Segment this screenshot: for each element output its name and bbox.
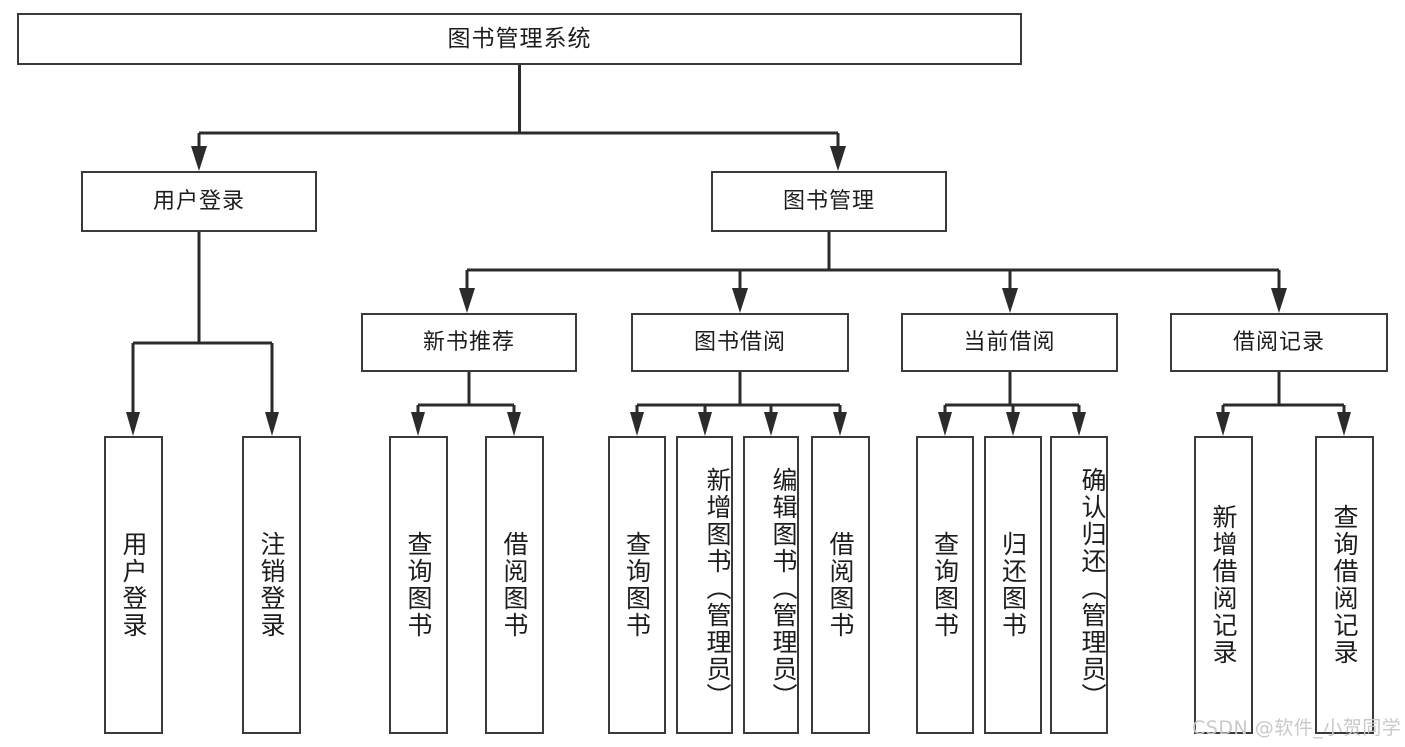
node-leaf-add-borrow-record[interactable]: 新增借阅记录 bbox=[1194, 436, 1253, 734]
node-current-borrow[interactable]: 当前借阅 bbox=[901, 313, 1118, 372]
node-leaf-add-book[interactable]: 新增图书（管理员） bbox=[676, 436, 733, 734]
node-new-book-recommend[interactable]: 新书推荐 bbox=[361, 313, 577, 372]
node-leaf-logout-login[interactable]: 注销登录 bbox=[242, 436, 301, 734]
node-borrow-record[interactable]: 借阅记录 bbox=[1170, 313, 1388, 372]
node-leaf-borrow-book-1[interactable]: 借阅图书 bbox=[485, 436, 544, 734]
node-leaf-return-book[interactable]: 归还图书 bbox=[984, 436, 1042, 734]
node-leaf-query-book-3[interactable]: 查询图书 bbox=[916, 436, 974, 734]
node-leaf-borrow-book-2[interactable]: 借阅图书 bbox=[811, 436, 870, 734]
node-leaf-query-borrow-record[interactable]: 查询借阅记录 bbox=[1315, 436, 1374, 734]
node-leaf-user-login[interactable]: 用户登录 bbox=[104, 436, 163, 734]
node-leaf-confirm-return[interactable]: 确认归还（管理员） bbox=[1050, 436, 1108, 734]
node-leaf-edit-book[interactable]: 编辑图书（管理员） bbox=[743, 436, 799, 734]
node-book-management[interactable]: 图书管理 bbox=[711, 171, 947, 232]
node-book-borrow[interactable]: 图书借阅 bbox=[631, 313, 849, 372]
node-leaf-query-book-2[interactable]: 查询图书 bbox=[608, 436, 666, 734]
node-leaf-query-book-1[interactable]: 查询图书 bbox=[389, 436, 448, 734]
node-user-login[interactable]: 用户登录 bbox=[81, 171, 317, 232]
node-book-management-system[interactable]: 图书管理系统 bbox=[17, 13, 1022, 65]
csdn-watermark: CSDN @软件_小贺同学 bbox=[1192, 717, 1402, 739]
